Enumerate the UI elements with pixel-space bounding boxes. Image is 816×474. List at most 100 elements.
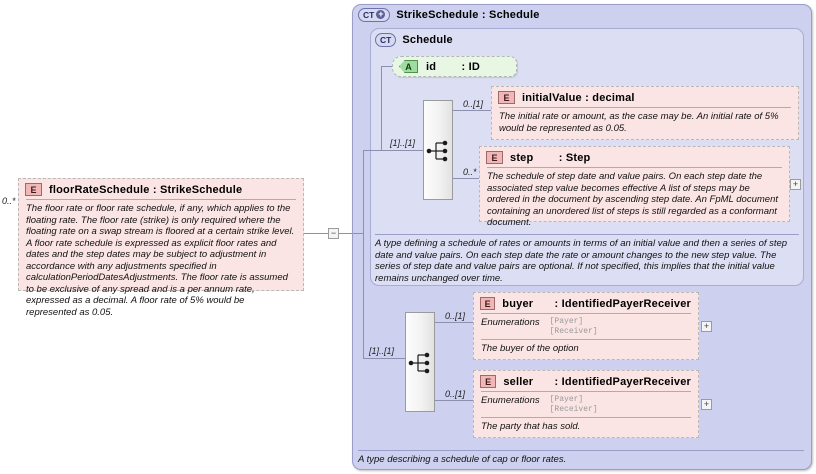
initialValue-separator: : [585,91,590,104]
connector-toggle-to-container [339,233,353,234]
connector-left-to-toggle [304,233,328,234]
connector-seq1-to-step [453,178,479,179]
initialValue-description: The initial rate or amount, as the case … [499,111,779,134]
expand-plus-icon[interactable]: + [376,9,386,19]
connector-outer-upper-stub [363,150,381,151]
attribute-id-name: id [426,60,437,73]
initialValue-label: initialValue : decimal [522,92,635,104]
seller-description: The party that has sold. [481,421,581,432]
seller-title-row: E seller : IdentifiedPayerReceiver [474,371,698,391]
inner-sequence-cardinality: [1]..[1] [390,138,416,148]
sequence-icon [426,140,448,162]
connector-attribute-stub [381,66,392,67]
element-marker-icon: E [486,151,503,164]
step-separator: : [558,151,563,164]
collapse-toggle-button[interactable]: − [328,228,339,239]
attribute-id-label: id : ID [426,61,480,73]
connector-seq1-to-initialValue [453,110,491,111]
complex-type-StrikeSchedule-header: CT+ StrikeSchedule : Schedule [358,5,540,25]
step-type: Step [565,151,591,164]
floorRateSchedule-description: The floor rate or floor rate schedule, i… [26,203,295,318]
floorRateSchedule-title-row: E floorRateSchedule : StrikeSchedule [19,179,303,199]
complex-type-StrikeSchedule-label: StrikeSchedule : Schedule [396,9,539,21]
element-marker-icon: E [480,375,497,388]
step-description: The schedule of step date and value pair… [487,171,778,228]
complex-type-Schedule-label: Schedule [402,34,453,46]
floorRateSchedule-type: StrikeSchedule [160,183,243,196]
element-box-buyer[interactable]: E buyer : IdentifiedPayerReceiver Enumer… [473,292,699,360]
initialValue-type: decimal [592,91,635,104]
connector-outer-to-inner [353,233,363,234]
left-element-cardinality: 0..* [2,196,16,206]
seller-type: IdentifiedPayerReceiver [561,375,691,388]
connector-outer-trunk [363,150,364,358]
complex-type-inner-marker-icon: CT [375,33,397,47]
seller-divider-1 [481,391,691,392]
element-marker-icon: E [25,183,42,196]
buyer-enum-1: [Receiver] [549,326,598,336]
initialValue-title-row: E initialValue : decimal [492,87,798,107]
element-marker-icon: E [498,91,515,104]
seller-enumerations-values: [Payer] [Receiver] [550,395,598,414]
expand-button-step[interactable]: + [790,179,801,190]
complex-type-Schedule-header: CT Schedule [375,31,453,49]
expand-button-buyer[interactable]: + [701,321,712,332]
element-box-step[interactable]: E step : Step The schedule of step date … [479,146,790,228]
complex-type-StrikeSchedule-annotation: A type describing a schedule of cap or f… [358,450,804,468]
buyer-enumerations-label: Enumerations [481,317,540,328]
attribute-id-separator: : [461,60,466,73]
connector-seq2-to-buyer [435,322,473,323]
complex-type-marker-icon: CT+ [358,8,391,22]
connector-outer-lower-stub [363,358,405,359]
buyer-cardinality: 0..[1] [445,311,466,321]
step-name: step [510,151,534,164]
buyer-name: buyer [502,297,534,310]
seller-name: seller [503,375,534,388]
seller-enumerations-label: Enumerations [481,395,540,406]
ct-base: Schedule [489,9,540,21]
buyer-divider-2 [481,339,691,340]
ct-separator: : [481,9,486,21]
buyer-divider-1 [481,313,691,314]
buyer-separator: : [554,297,559,310]
initialValue-cardinality: 0..[1] [463,99,484,109]
floorRateSchedule-separator: : [152,183,157,196]
connector-inner-trunk [381,66,382,150]
ct-marker-text: CT [363,10,375,20]
attribute-marker-icon: A [399,60,418,73]
sequence-icon [408,352,430,374]
element-box-floorRateSchedule[interactable]: E floorRateSchedule : StrikeSchedule The… [18,178,304,318]
attribute-id-type: ID [468,60,480,73]
floorRateSchedule-label: floorRateSchedule : StrikeSchedule [49,184,242,196]
initialValue-divider [499,107,791,108]
buyer-enumerations-row: Enumerations [Payer] [Receiver] [474,314,698,339]
seller-cardinality: 0..[1] [445,389,466,399]
buyer-enum-0: [Payer] [549,317,584,326]
element-box-seller[interactable]: E seller : IdentifiedPayerReceiver Enume… [473,370,699,438]
buyer-label: buyer : IdentifiedPayerReceiver [502,298,691,310]
seller-enumerations-row: Enumerations [Payer] [Receiver] [474,392,698,417]
complex-type-Schedule-annotation: A type defining a schedule of rates or a… [375,234,799,284]
element-box-initialValue[interactable]: E initialValue : decimal The initial rat… [491,86,799,140]
connector-inner-sequence-stub [381,150,423,151]
sequence-compositor-outer[interactable] [405,312,435,412]
floorRateSchedule-divider [26,199,296,200]
step-title-row: E step : Step [480,147,789,167]
element-marker-icon: E [480,297,496,310]
seller-separator: : [554,375,559,388]
ct-name: StrikeSchedule [396,9,479,21]
step-divider [487,167,782,168]
attribute-box-id[interactable]: A id : ID [392,56,517,77]
buyer-description: The buyer of the option [481,343,579,354]
outer-sequence-cardinality: [1]..[1] [369,346,395,356]
connector-seq2-to-seller [435,400,473,401]
seller-divider-2 [481,417,691,418]
seller-enum-1: [Receiver] [549,404,598,414]
buyer-title-row: E buyer : IdentifiedPayerReceiver [474,293,698,313]
seller-enum-0: [Payer] [549,395,584,404]
floorRateSchedule-name: floorRateSchedule [49,183,150,196]
expand-button-seller[interactable]: + [701,399,712,410]
sequence-compositor-inner[interactable] [423,100,453,200]
step-cardinality: 0..* [463,167,477,177]
